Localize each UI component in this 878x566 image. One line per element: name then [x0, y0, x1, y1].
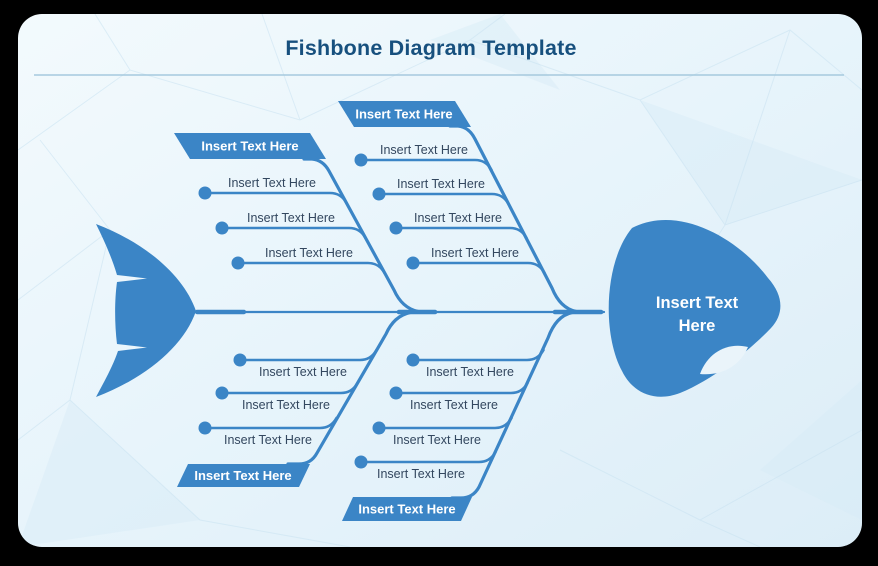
banner-shape: [338, 101, 471, 127]
branch-banner-bottom-left[interactable]: Insert Text Here: [177, 464, 310, 487]
rib-line: [394, 226, 528, 240]
head-label-line2[interactable]: Here: [679, 317, 716, 335]
banner-shape: [177, 464, 310, 487]
branch-diagonal-top-left: [302, 157, 420, 314]
branch-banner-top-left[interactable]: Insert Text Here: [174, 133, 326, 159]
rib-dot: [406, 256, 420, 270]
rib-line: [394, 381, 529, 395]
rib-line: [236, 261, 386, 275]
rib-line: [411, 261, 546, 275]
rib-item-label[interactable]: Insert Text Here: [410, 398, 498, 412]
rib-line: [411, 348, 545, 362]
fish-tail-shape: [96, 224, 196, 397]
rib-line: [203, 191, 348, 205]
rib-dot: [354, 455, 368, 469]
branch-banner-top-center[interactable]: Insert Text Here: [338, 101, 471, 127]
rib-item-label[interactable]: Insert Text Here: [247, 211, 335, 225]
fish-mouth-notch: [700, 345, 748, 375]
rib-item-label[interactable]: Insert Text Here: [426, 365, 514, 379]
rib-line: [203, 416, 338, 430]
banner-label[interactable]: Insert Text Here: [355, 107, 452, 122]
rib-item-label[interactable]: Insert Text Here: [242, 398, 330, 412]
banner-label[interactable]: Insert Text Here: [194, 468, 291, 483]
branch-banner-bottom-center[interactable]: Insert Text Here: [342, 497, 472, 521]
head-label-line1[interactable]: Insert Text: [656, 294, 739, 312]
rib-line: [359, 450, 497, 464]
rib-dot: [215, 386, 229, 400]
rib-dot: [389, 386, 403, 400]
rib-dot: [198, 421, 212, 435]
rib-item-label[interactable]: Insert Text Here: [414, 211, 502, 225]
rib-dot: [231, 256, 245, 270]
rib-dot: [389, 221, 403, 235]
rib-dot: [233, 353, 247, 367]
rib-item-label[interactable]: Insert Text Here: [377, 467, 465, 481]
rib-line: [220, 226, 367, 240]
rib-line: [377, 192, 510, 206]
banner-label[interactable]: Insert Text Here: [201, 139, 298, 154]
rib-item-labels: Insert Text Here Insert Text Here Insert…: [224, 143, 519, 481]
rib-item-label[interactable]: Insert Text Here: [228, 176, 316, 190]
rib-line: [359, 158, 493, 172]
background-mesh: [18, 14, 862, 547]
banner-shape: [174, 133, 326, 159]
rib-dot: [372, 421, 386, 435]
rib-item-label[interactable]: Insert Text Here: [397, 177, 485, 191]
banner-shape: [342, 497, 472, 521]
rib-item-label[interactable]: Insert Text Here: [431, 246, 519, 260]
branch-banners: Insert Text Here Insert Text Here Insert…: [174, 101, 472, 521]
rib-dot: [354, 153, 368, 167]
rib-dots: [198, 153, 420, 469]
rib-dot: [372, 187, 386, 201]
rib-dot: [406, 353, 420, 367]
branch-diagonal-bottom-left: [286, 310, 412, 466]
fish-head[interactable]: Insert Text Here: [608, 220, 781, 397]
page-title: Fishbone Diagram Template: [285, 36, 576, 60]
rib-item-label[interactable]: Insert Text Here: [224, 433, 312, 447]
rib-dot: [215, 221, 229, 235]
rib-line: [238, 348, 378, 362]
rib-item-label[interactable]: Insert Text Here: [259, 365, 347, 379]
rib-line: [377, 416, 513, 430]
rib-item-label[interactable]: Insert Text Here: [265, 246, 353, 260]
rib-line: [220, 381, 359, 395]
rib-item-label[interactable]: Insert Text Here: [393, 433, 481, 447]
rib-item-label[interactable]: Insert Text Here: [380, 143, 468, 157]
banner-label[interactable]: Insert Text Here: [358, 502, 455, 517]
rib-dot: [198, 186, 212, 200]
